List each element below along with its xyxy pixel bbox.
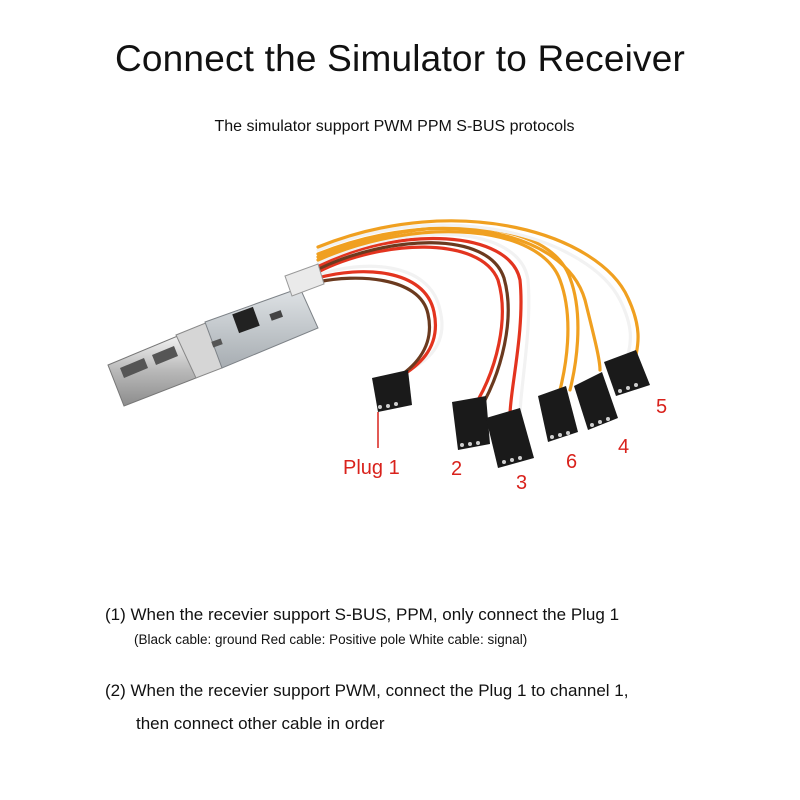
plug-2-label: 2 — [451, 458, 463, 480]
note-sbus-ppm: (1) When the recevier support S-BUS, PPM… — [105, 605, 620, 624]
plug-5-label: 5 — [656, 396, 668, 418]
note-pwm-continued: then connect other cable in order — [136, 714, 385, 733]
plug-1-label: Plug 1 — [343, 457, 400, 479]
page-title: Connect the Simulator to Receiver — [114, 38, 686, 79]
usb-adapter-icon — [107, 219, 650, 468]
usb-connector — [107, 321, 223, 407]
plug-4-label: 4 — [618, 436, 630, 458]
page-subtitle: The simulator support PWM PPM S-BUS prot… — [214, 118, 575, 135]
plug-3-label: 3 — [516, 472, 528, 494]
simulator-cable-figure — [0, 200, 800, 510]
note-pwm: (2) When the recevier support PWM, conne… — [105, 681, 629, 700]
note-cable-colors: (Black cable: ground Red cable: Positive… — [134, 632, 528, 647]
adapter-pcb — [204, 263, 325, 369]
plug-6-label: 6 — [566, 451, 578, 473]
